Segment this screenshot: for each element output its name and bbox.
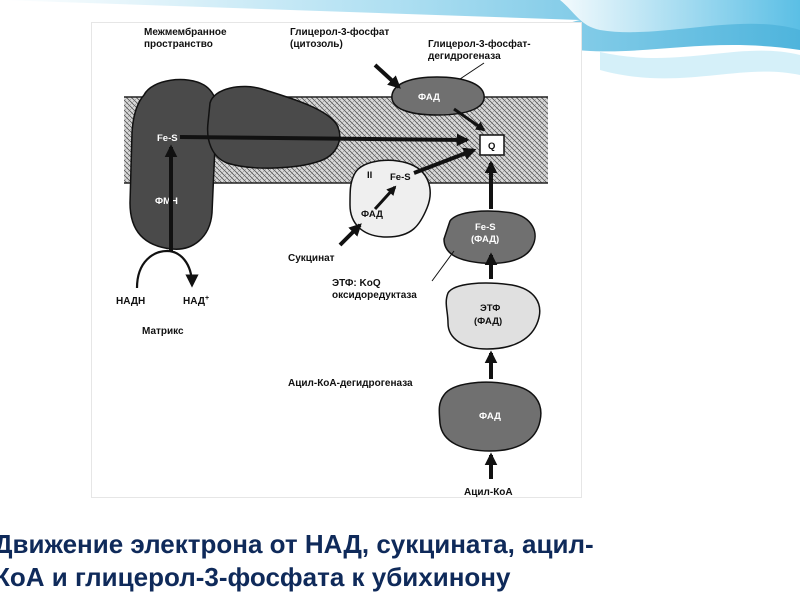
acyl-coa-dehydrogenase-label: Ацил-КоА-дегидрогеназа	[288, 378, 413, 389]
ubiquinone-box	[479, 134, 505, 156]
nad-plus-label: НАД+	[183, 295, 209, 307]
fes-fad-label-line2: (ФАД)	[471, 234, 499, 245]
complex-2-protein	[349, 159, 431, 238]
complex-1-protein	[206, 85, 341, 169]
arrow-fes-to-q	[179, 133, 470, 147]
nadh-to-nad-arrow	[135, 249, 199, 289]
background-wave	[600, 50, 800, 79]
fes-fad-protein	[443, 210, 536, 265]
fes-complex2-label: Fe-S	[390, 172, 411, 183]
etf-oxidoreductase-label-line2: оксидоредуктаза	[332, 290, 417, 301]
caption-line-2: КоА и глицерол-3-фосфата к убихинону	[0, 562, 511, 592]
matrix-label: Матрикс	[142, 326, 184, 337]
arrow-fes-complex2-to-q	[413, 147, 477, 175]
complex-1-protein	[129, 78, 219, 250]
pointer-etf-oxidoreductase	[431, 250, 455, 282]
fmn-label: ФМН	[155, 196, 178, 207]
etf-fad-label-line2: (ФАД)	[474, 316, 502, 327]
slide-caption: Движение электрона от НАД, сукцината, ац…	[0, 528, 800, 594]
arrow-succinate-to-fad	[338, 223, 362, 247]
fes-fad-label-line1: Fe-S	[475, 222, 496, 233]
fad-bottom-label: ФАД	[479, 411, 501, 422]
complex-2-number: II	[367, 170, 372, 181]
intermembrane-label-line1: Межмембранное	[144, 26, 227, 38]
fes-complex1-label: Fe-S	[157, 133, 178, 144]
g3p-dehydrogenase-protein	[391, 76, 485, 116]
g3p-cytosol-label-line2: (цитозоль)	[290, 39, 343, 50]
etf-fad-protein	[445, 282, 541, 350]
succinate-label: Сукцинат	[288, 253, 335, 264]
etf-fad-label-line1: ЭТФ	[480, 303, 500, 314]
acyl-coa-label: Ацил-КоА	[464, 487, 513, 498]
arrow-fad-to-fes-complex2	[373, 185, 397, 211]
fad-top-label: ФАД	[418, 92, 440, 103]
arrow-g3p-to-fad	[373, 63, 401, 89]
nadh-label: НАДН	[116, 296, 145, 307]
q-label: Q	[488, 141, 495, 152]
background-wave	[560, 0, 800, 33]
electron-transport-diagram: Fe-S ФМН Q ФАД II Fe-S ФАД Fe-S (ФАД)	[116, 26, 548, 498]
intermembrane-label-line2: пространство	[144, 39, 213, 50]
g3p-dehydrogenase-label-line2: дегидрогеназа	[428, 51, 501, 62]
fad-complex2-label: ФАД	[361, 209, 383, 220]
arrow-fad-to-q	[453, 107, 486, 132]
g3p-dehydrogenase-label-line1: Глицерол-3-фосфат-	[428, 38, 531, 50]
diagram-panel: Fe-S ФМН Q ФАД II Fe-S ФАД Fe-S (ФАД)	[91, 22, 582, 498]
caption-line-1: Движение электрона от НАД, сукцината, ац…	[0, 529, 594, 559]
pointer-g3p-dehydrogenase	[459, 62, 485, 80]
acyl-coa-dehydrogenase-protein	[438, 381, 542, 452]
g3p-cytosol-label-line1: Глицерол-3-фосфат	[290, 26, 389, 38]
etf-oxidoreductase-label-line1: ЭТФ: KoQ	[332, 278, 381, 289]
